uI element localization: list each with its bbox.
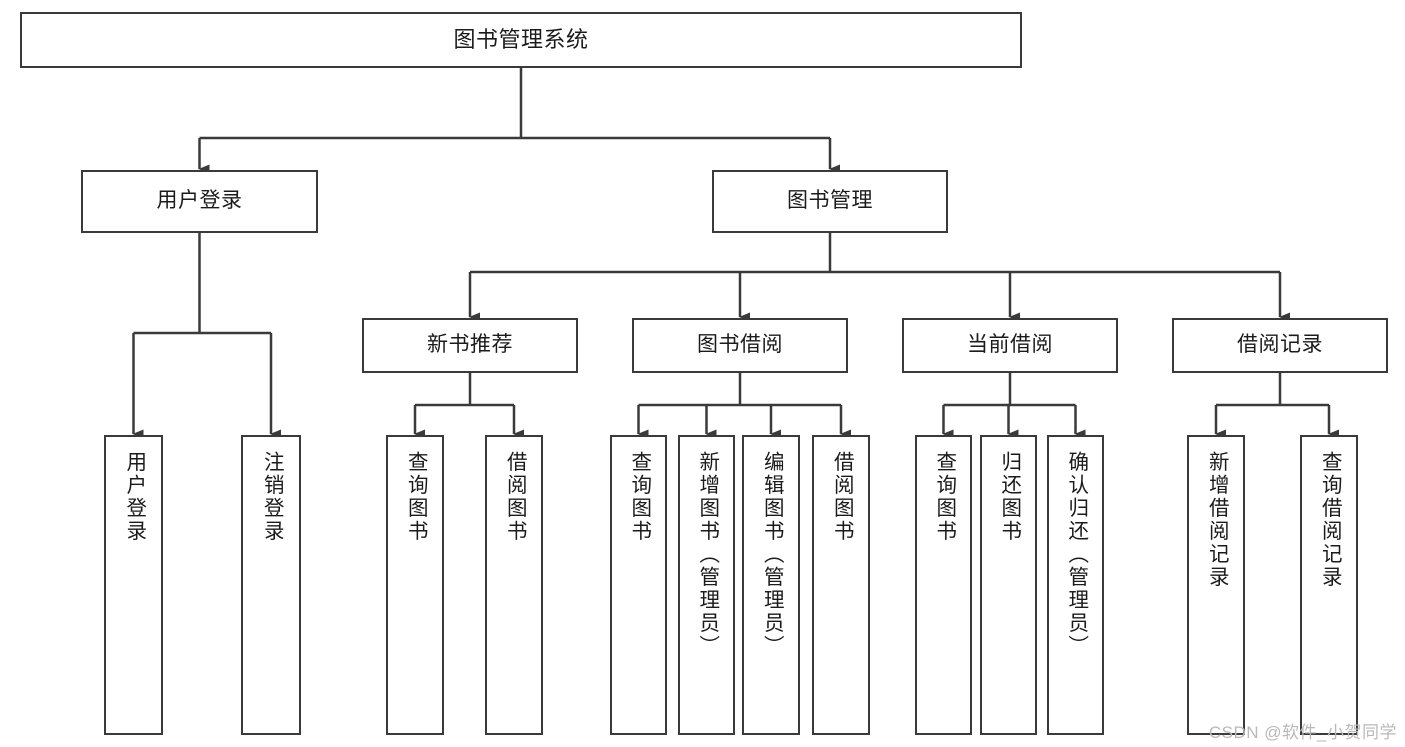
node-label: 查询图书 — [627, 451, 651, 543]
node-label: 新增图书（管理员） — [695, 451, 719, 658]
node-leaf5: 查询图书 — [610, 435, 667, 735]
node-label: 用户登录 — [122, 451, 146, 543]
node-label: 图书借阅 — [697, 333, 783, 357]
node-label: 查询借阅记录 — [1318, 451, 1342, 589]
edge-layer — [132, 68, 1339, 439]
node-leaf8: 借阅图书 — [812, 435, 870, 735]
node-leaf12: 新增借阅记录 — [1187, 435, 1245, 735]
node-leaf1: 用户登录 — [104, 435, 163, 735]
node-records: 借阅记录 — [1172, 318, 1388, 373]
node-login: 用户登录 — [81, 170, 318, 233]
node-leaf2: 注销登录 — [241, 435, 301, 735]
node-leaf7: 编辑图书（管理员） — [742, 435, 800, 735]
node-leaf10: 归还图书 — [980, 435, 1037, 735]
node-bookmgmt: 图书管理 — [712, 170, 948, 233]
node-label: 确认归还（管理员） — [1064, 451, 1088, 658]
node-label: 编辑图书（管理员） — [760, 451, 784, 658]
node-label: 归还图书 — [997, 451, 1021, 543]
node-newbook: 新书推荐 — [362, 318, 578, 373]
node-leaf4: 借阅图书 — [485, 435, 543, 735]
node-label: 图书管理系统 — [453, 27, 589, 53]
node-leaf9: 查询图书 — [915, 435, 972, 735]
node-label: 用户登录 — [156, 189, 243, 213]
node-label: 查询图书 — [404, 451, 428, 543]
node-current: 当前借阅 — [902, 318, 1118, 373]
node-label: 注销登录 — [260, 451, 284, 543]
node-label: 图书管理 — [787, 189, 873, 213]
node-label: 借阅图书 — [830, 451, 854, 543]
node-root: 图书管理系统 — [20, 12, 1022, 68]
node-label: 当前借阅 — [967, 333, 1053, 357]
node-label: 新增借阅记录 — [1205, 451, 1229, 589]
node-leaf13: 查询借阅记录 — [1300, 435, 1358, 735]
node-label: 借阅图书 — [503, 451, 527, 543]
node-leaf3: 查询图书 — [386, 435, 444, 735]
node-borrow: 图书借阅 — [632, 318, 848, 373]
node-leaf11: 确认归还（管理员） — [1047, 435, 1104, 735]
node-label: 查询图书 — [932, 451, 956, 543]
node-label: 新书推荐 — [427, 333, 513, 357]
node-label: 借阅记录 — [1237, 333, 1323, 357]
node-leaf6: 新增图书（管理员） — [678, 435, 735, 735]
